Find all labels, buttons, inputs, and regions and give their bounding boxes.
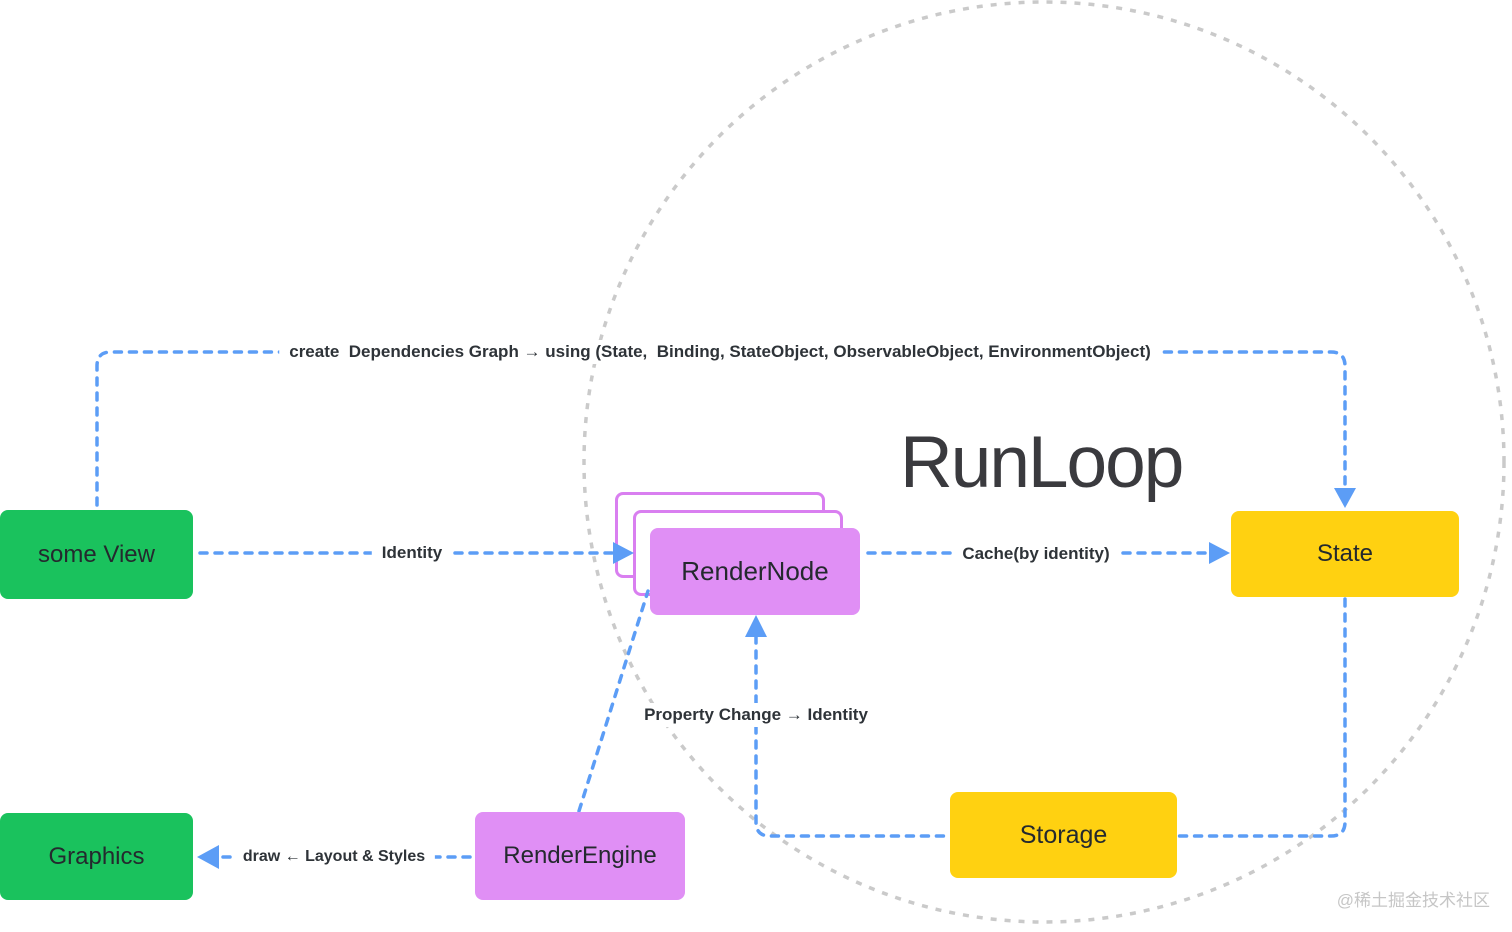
node-storage-label: Storage bbox=[1019, 820, 1108, 849]
edge-label-identity: Identity bbox=[371, 541, 453, 565]
property-change-arrowhead bbox=[745, 615, 767, 637]
edge-label-draw: draw ← Layout & Styles bbox=[232, 846, 436, 868]
node-some-view: some View bbox=[0, 510, 193, 599]
node-render-engine-label: RenderEngine bbox=[503, 842, 657, 869]
identity-arrowhead bbox=[613, 542, 634, 564]
node-storage: Storage bbox=[950, 792, 1177, 878]
node-render-node-label: RenderNode bbox=[681, 556, 829, 586]
runloop-circle bbox=[582, 0, 1506, 924]
node-render-node: RenderNode bbox=[650, 528, 860, 615]
node-graphics: Graphics bbox=[0, 813, 193, 900]
node-state: State bbox=[1231, 511, 1459, 597]
runloop-title: RunLoop bbox=[900, 422, 1184, 503]
watermark-text: @稀土掘金技术社区 bbox=[1336, 891, 1490, 910]
cache-arrowhead bbox=[1209, 542, 1230, 564]
edge-label-property-change: Property Change → Identity bbox=[634, 703, 878, 727]
engine-node-path bbox=[577, 589, 650, 813]
create-dependencies-arrowhead bbox=[1334, 488, 1356, 508]
state-storage-path bbox=[1176, 597, 1347, 838]
node-render-engine: RenderEngine bbox=[475, 812, 685, 900]
node-some-view-label: some View bbox=[38, 540, 155, 568]
property-change-path bbox=[754, 634, 951, 838]
draw-arrowhead bbox=[197, 845, 219, 869]
edge-label-cache: Cache(by identity) bbox=[952, 542, 1120, 566]
node-graphics-label: Graphics bbox=[48, 842, 145, 870]
edge-label-create-dependencies: create Dependencies Graph → using (State… bbox=[279, 340, 1161, 364]
node-state-label: State bbox=[1316, 540, 1374, 567]
